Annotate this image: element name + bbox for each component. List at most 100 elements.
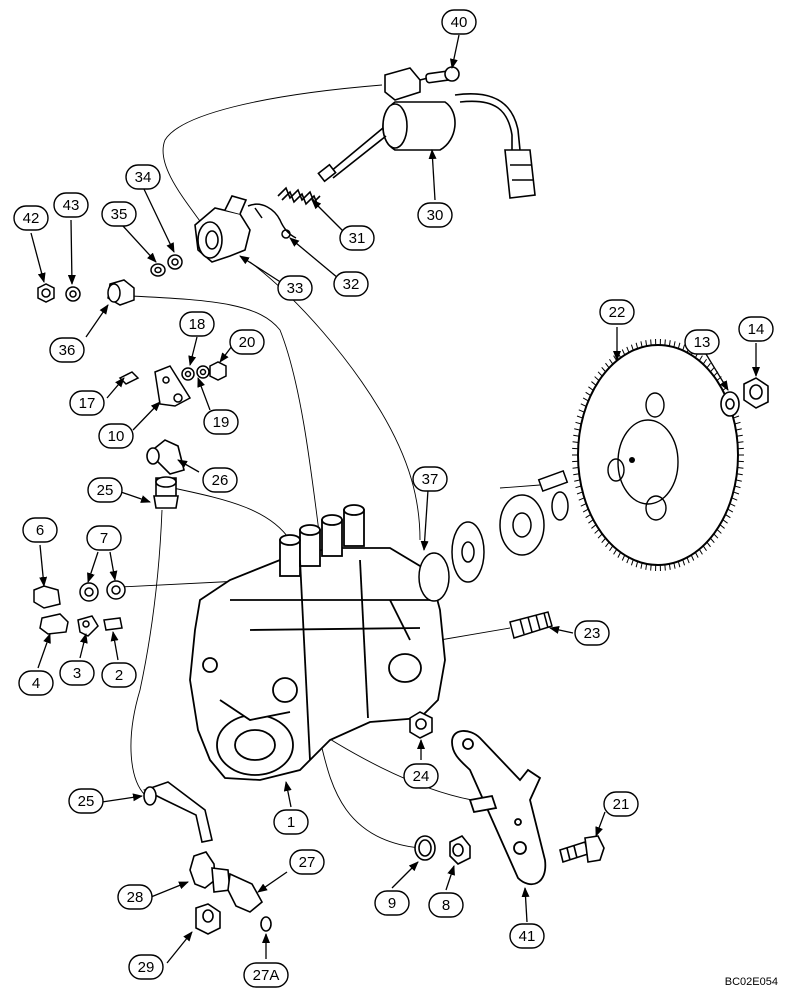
callout-label: 43 (63, 197, 80, 214)
callout-40: 40 (441, 9, 477, 35)
callout-box (333, 271, 369, 297)
callout-23: 23 (574, 620, 610, 646)
callout-box (403, 763, 439, 789)
callout-box (86, 525, 122, 551)
callout-label: 10 (108, 428, 125, 445)
callout-17: 17 (69, 390, 105, 416)
callout-label: 6 (36, 522, 44, 539)
callout-label: 27 (299, 854, 316, 871)
callout-43: 43 (53, 192, 89, 218)
nut-24 (409, 711, 433, 739)
callout-21: 21 (603, 791, 639, 817)
callout-label: 17 (79, 395, 96, 412)
small-parts-left (33, 580, 126, 637)
callout-box (22, 517, 58, 543)
callout-4: 4 (18, 670, 54, 696)
gear-22 (572, 339, 744, 571)
callout-32: 32 (333, 271, 369, 297)
callout-box (69, 390, 105, 416)
callout-box (273, 809, 309, 835)
stud-23 (509, 611, 553, 639)
callout-26: 26 (202, 467, 238, 493)
callout-label: 21 (613, 796, 630, 813)
injection-pump-1 (189, 504, 446, 781)
callout-14: 14 (738, 316, 774, 342)
small-parts-upper (37, 254, 183, 306)
callout-label: 25 (97, 482, 114, 499)
callout-box (289, 849, 325, 875)
lower-fittings (142, 781, 272, 935)
callout-19: 19 (203, 409, 239, 435)
callout-30: 30 (417, 202, 453, 228)
callout-label: 4 (32, 675, 40, 692)
callout-label: 28 (127, 889, 144, 906)
callout-label: 25 (78, 793, 95, 810)
callout-27a: 27A (243, 962, 289, 988)
callout-box (18, 670, 54, 696)
callout-box (417, 202, 453, 228)
callout-label: 1 (287, 814, 295, 831)
callout-box (59, 660, 95, 686)
callout-box (53, 192, 89, 218)
callout-42: 42 (13, 205, 49, 231)
callout-label: 22 (609, 304, 626, 321)
drawing-id: BC02E054 (724, 976, 778, 988)
callout-box (738, 316, 774, 342)
callout-37: 37 (412, 466, 448, 492)
clip-32 (247, 203, 297, 239)
bolt-21 (559, 835, 605, 864)
callout-13: 13 (684, 329, 720, 355)
callout-label: 14 (748, 321, 765, 338)
callout-2: 2 (101, 662, 137, 688)
callout-box (339, 225, 375, 251)
callout-10: 10 (98, 423, 134, 449)
callout-box (202, 467, 238, 493)
callout-label: 7 (100, 530, 108, 547)
callout-9: 9 (374, 890, 410, 916)
callout-41: 41 (509, 923, 545, 949)
callout-label: 31 (349, 230, 366, 247)
callout-label: 42 (23, 210, 40, 227)
callout-3: 3 (59, 660, 95, 686)
callout-box (179, 311, 215, 337)
callout-label: 24 (413, 768, 430, 785)
callout-35: 35 (101, 201, 137, 227)
callout-label: 33 (287, 280, 304, 297)
callout-box (574, 620, 610, 646)
drive-parts-37 (418, 469, 569, 602)
callout-label: 40 (451, 14, 468, 31)
callout-label: 20 (239, 334, 256, 351)
callout-box (98, 423, 134, 449)
callout-24: 24 (403, 763, 439, 789)
callout-label: 8 (442, 897, 450, 914)
callout-label: 32 (343, 276, 360, 293)
callout-18: 18 (179, 311, 215, 337)
callout-27: 27 (289, 849, 325, 875)
callout-25-bottom: 25 (68, 788, 104, 814)
bracket-41 (451, 730, 547, 886)
callout-label: 18 (189, 316, 206, 333)
callout-label: 26 (212, 472, 229, 489)
callout-box (412, 466, 448, 492)
callout-box (599, 299, 635, 325)
callout-label: 2 (115, 667, 123, 684)
callout-box (49, 337, 85, 363)
callout-36: 36 (49, 337, 85, 363)
callout-box (117, 884, 153, 910)
callout-box (441, 9, 477, 35)
callout-box (277, 275, 313, 301)
callout-box (684, 329, 720, 355)
callout-label: 30 (427, 207, 444, 224)
callout-label: 9 (388, 895, 396, 912)
callout-8: 8 (428, 892, 464, 918)
callout-box (125, 164, 161, 190)
solenoid-30 (317, 66, 536, 199)
callout-box (243, 962, 289, 988)
callout-box (68, 788, 104, 814)
callout-label: 29 (138, 959, 155, 976)
callout-box (374, 890, 410, 916)
callout-25-top: 25 (87, 477, 123, 503)
callout-box (87, 477, 123, 503)
